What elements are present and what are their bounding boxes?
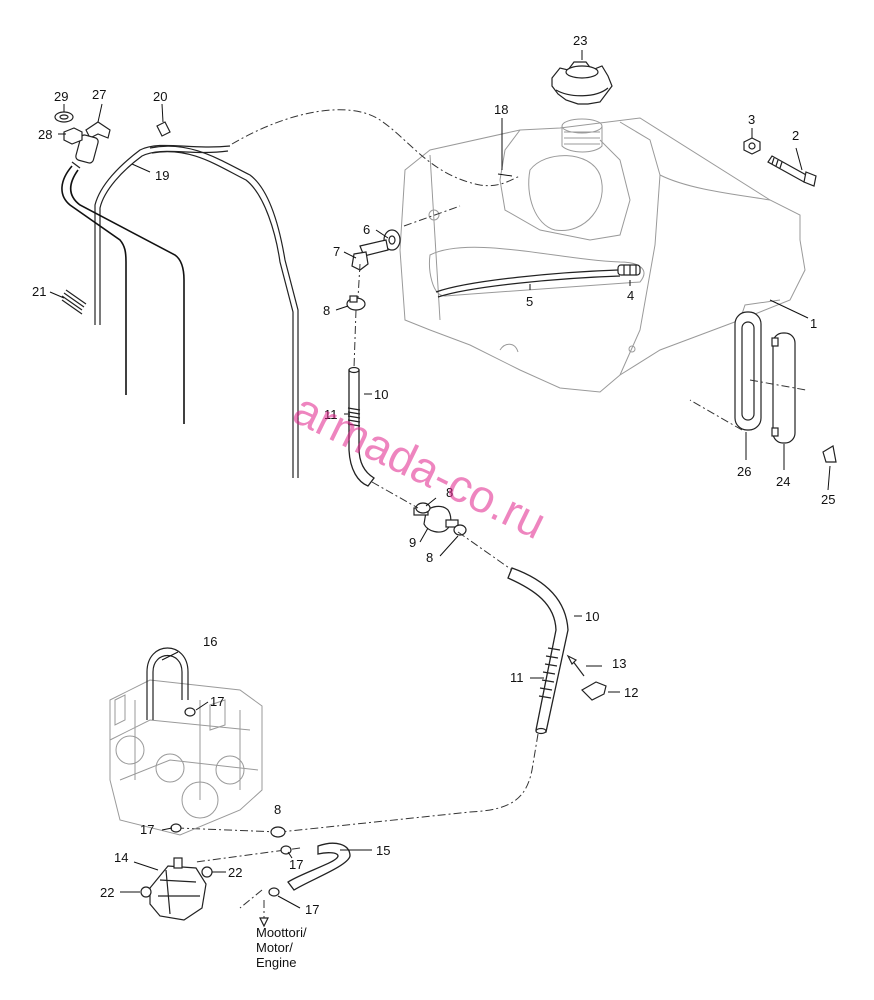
engine-label-line-1: Moottori/ — [256, 925, 307, 940]
hose-clamp — [170, 823, 182, 833]
callout-11-a: 11 — [324, 407, 338, 422]
primer-line — [94, 144, 299, 478]
fuel-hose-upper — [348, 366, 375, 487]
fuel-tank — [399, 117, 806, 393]
callout-17-c: 17 — [289, 857, 303, 872]
callout-6: 6 — [363, 222, 370, 237]
callout-26: 26 — [737, 464, 751, 479]
callout-10-b: 10 — [585, 609, 599, 624]
vent-tube — [435, 269, 621, 298]
primer-pump — [71, 121, 111, 169]
leader-lines — [49, 50, 831, 909]
engine-label-line-3: Engine — [256, 955, 296, 970]
callout-8-b: 8 — [446, 485, 453, 500]
callout-2: 2 — [792, 128, 799, 143]
callout-24: 24 — [776, 474, 790, 489]
callout-16: 16 — [203, 634, 217, 649]
screw — [140, 886, 152, 898]
callout-19: 19 — [155, 168, 169, 183]
callout-4: 4 — [627, 288, 634, 303]
primer-washer — [54, 111, 74, 123]
engine-label: Moottori/ Motor/ Engine — [256, 925, 307, 970]
mounting-strap — [734, 311, 762, 431]
screw — [566, 654, 585, 677]
hose-clamp — [184, 707, 196, 717]
engine — [109, 679, 263, 836]
callout-11-b: 11 — [510, 670, 524, 685]
callout-12: 12 — [624, 685, 638, 700]
rubber-pad — [771, 332, 796, 444]
callout-10-a: 10 — [374, 387, 388, 402]
callout-9: 9 — [409, 535, 416, 550]
callout-18: 18 — [494, 102, 508, 117]
callout-8-d: 8 — [274, 802, 281, 817]
return-hose — [287, 842, 351, 891]
nut — [743, 137, 761, 155]
label-decal — [822, 445, 837, 463]
callout-8-a: 8 — [323, 303, 330, 318]
callout-28: 28 — [38, 127, 52, 142]
callout-3: 3 — [748, 112, 755, 127]
callout-7: 7 — [333, 244, 340, 259]
hose-clamp — [280, 845, 292, 855]
callout-15: 15 — [376, 843, 390, 858]
callout-5: 5 — [526, 294, 533, 309]
hose-spring — [538, 647, 561, 699]
callout-27: 27 — [92, 87, 106, 102]
bolt — [767, 155, 817, 187]
callout-20: 20 — [153, 89, 167, 104]
callout-13: 13 — [612, 656, 626, 671]
callout-22-a: 22 — [100, 885, 114, 900]
screw — [201, 866, 213, 878]
callout-25: 25 — [821, 492, 835, 507]
elbow-fitting — [351, 239, 389, 271]
engine-label-line-2: Motor/ — [256, 940, 293, 955]
callout-22-b: 22 — [228, 865, 242, 880]
line-fitting — [156, 121, 171, 137]
callout-23: 23 — [573, 33, 587, 48]
hose-clamp — [346, 295, 366, 311]
fuel-hose-lower — [507, 567, 569, 735]
vent-fitting — [617, 264, 641, 276]
primer-nut — [63, 127, 83, 145]
callout-8-c: 8 — [426, 550, 433, 565]
callout-17-d: 17 — [305, 902, 319, 917]
hose-clamp — [270, 826, 286, 838]
hose-clamp — [453, 524, 467, 536]
fuel-pump — [149, 857, 207, 921]
callout-29: 29 — [54, 89, 68, 104]
pulse-hose — [146, 647, 189, 720]
spring — [61, 289, 87, 315]
choke-cable — [61, 165, 185, 424]
callout-labels: 1 2 3 4 5 6 7 8 8 8 8 9 10 10 11 11 12 1… — [32, 33, 835, 917]
callout-17-b: 17 — [140, 822, 154, 837]
engine-arrow — [259, 900, 269, 928]
callout-14: 14 — [114, 850, 128, 865]
routing-lines — [175, 109, 807, 909]
callout-17-a: 17 — [210, 694, 224, 709]
hose-clamp — [268, 887, 280, 897]
hose-spring — [347, 407, 361, 427]
watermark: armada-co.ru — [286, 382, 555, 549]
hose-clip — [581, 681, 607, 701]
callout-1: 1 — [810, 316, 817, 331]
fuel-cap — [551, 61, 613, 105]
callout-21: 21 — [32, 284, 46, 299]
